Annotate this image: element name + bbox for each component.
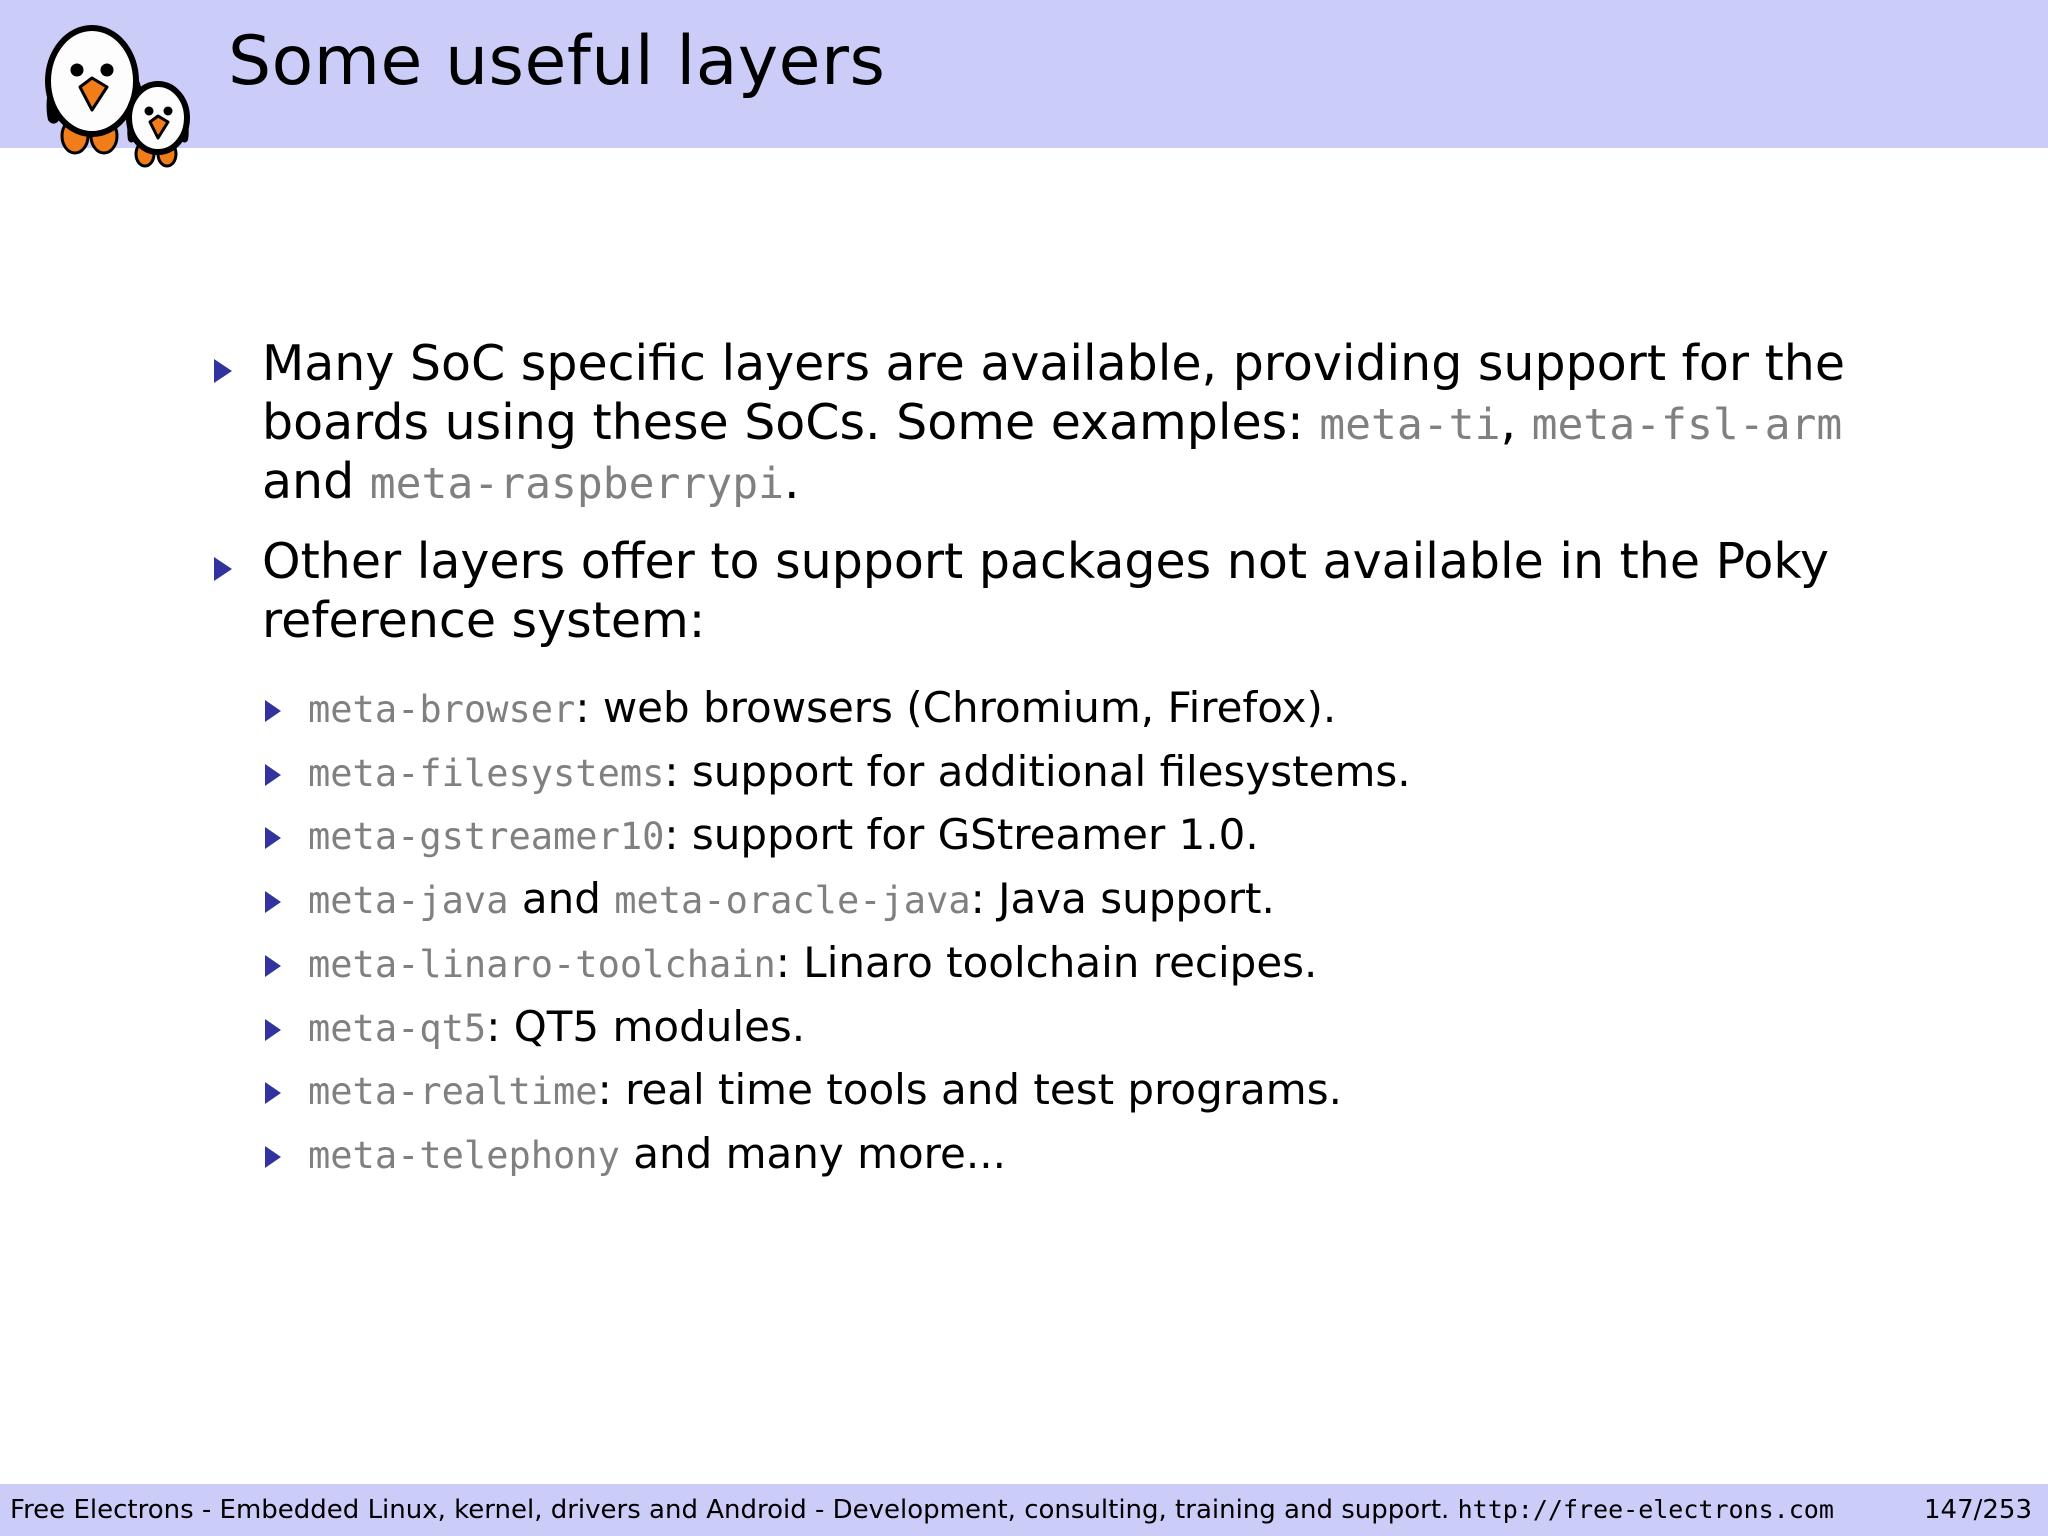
sub-bullet-text: meta-qt5: QT5 modules. bbox=[308, 1000, 1890, 1054]
inline-text: and bbox=[508, 874, 615, 924]
inline-text: , bbox=[1500, 393, 1532, 451]
slide-footer-band: Free Electrons - Embedded Linux, kernel,… bbox=[0, 1484, 2048, 1536]
layer-name-code: meta-java bbox=[308, 879, 509, 923]
inline-text: Many SoC specific layers are available, … bbox=[262, 335, 1845, 451]
inline-text: Other layers offer to support packages n… bbox=[262, 533, 1829, 650]
inline-text: : Java support. bbox=[970, 874, 1275, 924]
triangle-bullet-icon bbox=[210, 335, 262, 386]
sub-bullet-text: meta-browser: web browsers (Chromium, Fi… bbox=[308, 681, 1890, 735]
list-item: Other layers offer to support packages n… bbox=[210, 533, 1890, 651]
bullet-text: Many SoC specific layers are available, … bbox=[262, 335, 1890, 511]
layer-name-code: meta-gstreamer10 bbox=[308, 815, 665, 859]
inline-text: : web browsers (Chromium, Firefox). bbox=[575, 682, 1337, 732]
footer-credit-text: Free Electrons - Embedded Linux, kernel,… bbox=[10, 1495, 1450, 1525]
sub-bullet-text: meta-linaro-toolchain: Linaro toolchain … bbox=[308, 936, 1890, 990]
triangle-bullet-icon bbox=[262, 1063, 308, 1106]
layer-name-code: meta-linaro-toolchain bbox=[308, 942, 776, 986]
sub-bullet-list: meta-browser: web browsers (Chromium, Fi… bbox=[262, 681, 1890, 1181]
triangle-bullet-icon bbox=[262, 681, 308, 724]
layer-name-code: meta-ti bbox=[1319, 399, 1501, 450]
list-item: meta-telephony and many more... bbox=[262, 1127, 1890, 1181]
inline-text: and bbox=[262, 452, 370, 510]
layer-name-code: meta-fsl-arm bbox=[1531, 399, 1843, 450]
slide-content: Many SoC specific layers are available, … bbox=[0, 160, 2048, 1480]
inline-text: : real time tools and test programs. bbox=[597, 1065, 1342, 1115]
list-item: meta-browser: web browsers (Chromium, Fi… bbox=[262, 681, 1890, 735]
list-item: Many SoC specific layers are available, … bbox=[210, 335, 1890, 511]
slide-header-band bbox=[0, 0, 2048, 148]
inline-text: : support for GStreamer 1.0. bbox=[664, 810, 1259, 860]
sub-bullet-text: meta-gstreamer10: support for GStreamer … bbox=[308, 808, 1890, 862]
list-item: meta-realtime: real time tools and test … bbox=[262, 1063, 1890, 1117]
inline-text: : support for additional filesystems. bbox=[664, 746, 1411, 796]
sub-bullet-text: meta-realtime: real time tools and test … bbox=[308, 1063, 1890, 1117]
triangle-bullet-icon bbox=[262, 872, 308, 915]
top-level-bullet-list: Many SoC specific layers are available, … bbox=[210, 335, 1890, 1191]
sub-bullet-text: meta-filesystems: support for additional… bbox=[308, 745, 1890, 799]
bullet-text: Other layers offer to support packages n… bbox=[262, 533, 1890, 651]
triangle-bullet-icon bbox=[210, 533, 262, 584]
page-title: Some useful layers bbox=[228, 22, 886, 101]
layer-name-code: meta-filesystems bbox=[308, 751, 665, 795]
inline-text: . bbox=[783, 452, 800, 510]
layer-name-code: meta-realtime bbox=[308, 1070, 598, 1114]
list-item: meta-filesystems: support for additional… bbox=[262, 745, 1890, 799]
layer-name-code: meta-qt5 bbox=[308, 1006, 487, 1050]
triangle-bullet-icon bbox=[262, 808, 308, 851]
list-item: meta-qt5: QT5 modules. bbox=[262, 1000, 1890, 1054]
list-item: meta-gstreamer10: support for GStreamer … bbox=[262, 808, 1890, 862]
list-item: meta-java and meta-oracle-java: Java sup… bbox=[262, 872, 1890, 926]
layer-name-code: meta-raspberrypi bbox=[369, 458, 784, 509]
layer-name-code: meta-oracle-java bbox=[614, 879, 971, 923]
sub-bullet-text: meta-telephony and many more... bbox=[308, 1127, 1890, 1181]
free-electrons-penguins-logo bbox=[28, 8, 208, 173]
triangle-bullet-icon bbox=[262, 1000, 308, 1043]
triangle-bullet-icon bbox=[262, 936, 308, 979]
triangle-bullet-icon bbox=[262, 745, 308, 788]
triangle-bullet-icon bbox=[262, 1127, 308, 1170]
inline-text: : QT5 modules. bbox=[486, 1001, 806, 1051]
layer-name-code: meta-telephony bbox=[308, 1134, 620, 1178]
sub-bullet-text: meta-java and meta-oracle-java: Java sup… bbox=[308, 872, 1890, 926]
footer-url-link[interactable]: http://free-electrons.com bbox=[1457, 1495, 1834, 1524]
list-item: meta-linaro-toolchain: Linaro toolchain … bbox=[262, 936, 1890, 990]
inline-text: and many more... bbox=[619, 1129, 1006, 1179]
inline-text: : Linaro toolchain recipes. bbox=[775, 937, 1318, 987]
page-number: 147/253 bbox=[1923, 1495, 2032, 1525]
footer-credit: Free Electrons - Embedded Linux, kernel,… bbox=[10, 1495, 1834, 1525]
layer-name-code: meta-browser bbox=[308, 687, 576, 731]
